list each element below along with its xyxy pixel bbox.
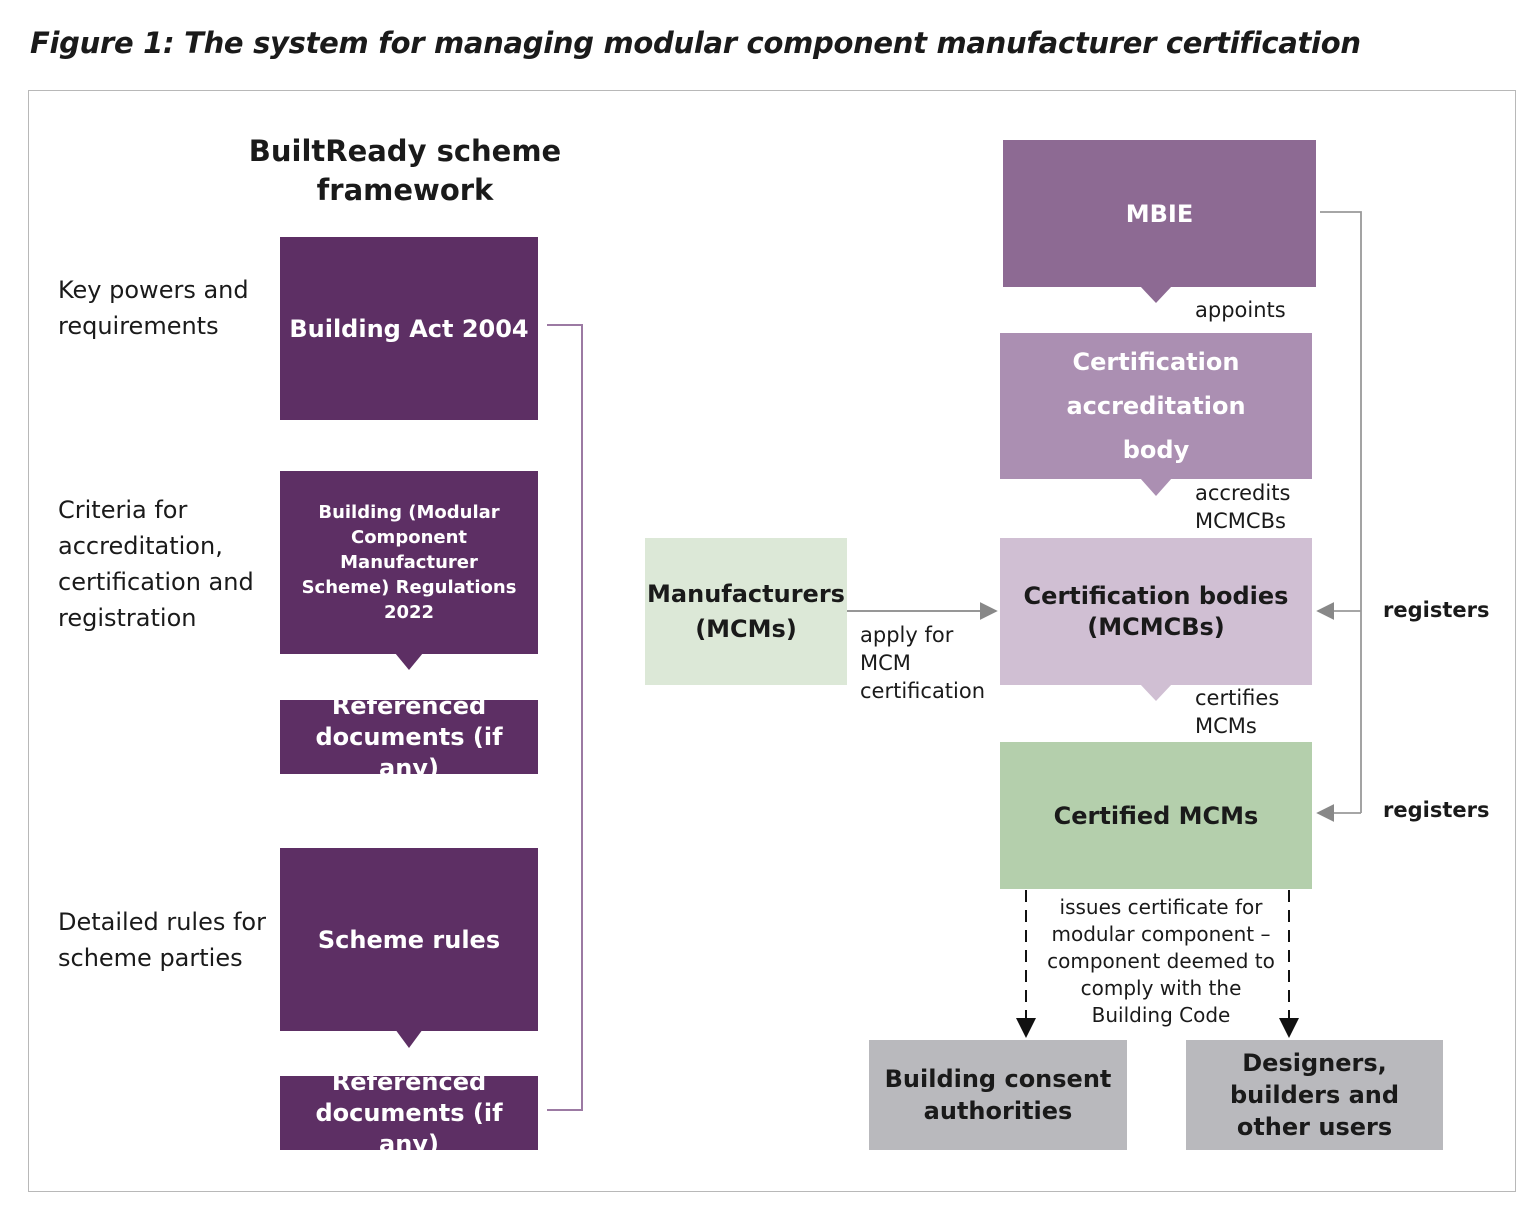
- rules-pointer: [395, 1029, 423, 1048]
- certified-mcms-box: Certified MCMs: [1000, 742, 1312, 889]
- building-act-box: Building Act 2004: [280, 237, 538, 420]
- designers-builders-box: Designers, builders and other users: [1186, 1040, 1443, 1150]
- mbie-pointer: [1140, 286, 1172, 303]
- regulations-box: Building (Modular Component Manufacturer…: [280, 471, 538, 654]
- certification-bodies-box: Certification bodies (MCMCBs): [1000, 538, 1312, 685]
- side-label-detailed-rules: Detailed rules for scheme parties: [58, 908, 266, 972]
- side-label-key-powers: Key powers and requirements: [58, 276, 249, 340]
- manufacturers-box: Manufacturers (MCMs): [645, 538, 847, 685]
- diagram-frame: [28, 90, 1516, 1192]
- registers-bracket: [1320, 211, 1362, 813]
- scheme-rules-box: Scheme rules: [280, 848, 538, 1031]
- accredits-label: accredits MCMCBs: [1195, 481, 1291, 533]
- framework-heading: BuiltReady scheme framework: [248, 134, 562, 207]
- referenced-docs-box-2: Referenced documents (if any): [280, 1068, 538, 1158]
- side-label-criteria: Criteria for accreditation, certificatio…: [58, 496, 254, 632]
- regs-pointer: [395, 653, 423, 670]
- certifies-label: certifies MCMs: [1195, 686, 1280, 738]
- framework-bracket: [547, 324, 583, 1111]
- figure-title: Figure 1: The system for managing modula…: [30, 26, 1361, 60]
- issues-certificate-label: issues certificate for modular component…: [1047, 895, 1275, 1027]
- accreditation-pointer: [1140, 478, 1172, 496]
- apply-label: apply for MCM certification: [860, 623, 986, 703]
- mbie-box: MBIE: [1003, 140, 1316, 287]
- referenced-docs-box-1: Referenced documents (if any): [280, 692, 538, 782]
- building-consent-authorities-box: Building consent authorities: [869, 1040, 1127, 1150]
- cert-bodies-pointer: [1140, 684, 1172, 701]
- accreditation-body-box: Certification accreditation body: [1000, 333, 1312, 479]
- registers-label-2: registers: [1383, 798, 1490, 822]
- appoints-label: appoints: [1195, 298, 1286, 322]
- registers-label-1: registers: [1383, 598, 1490, 622]
